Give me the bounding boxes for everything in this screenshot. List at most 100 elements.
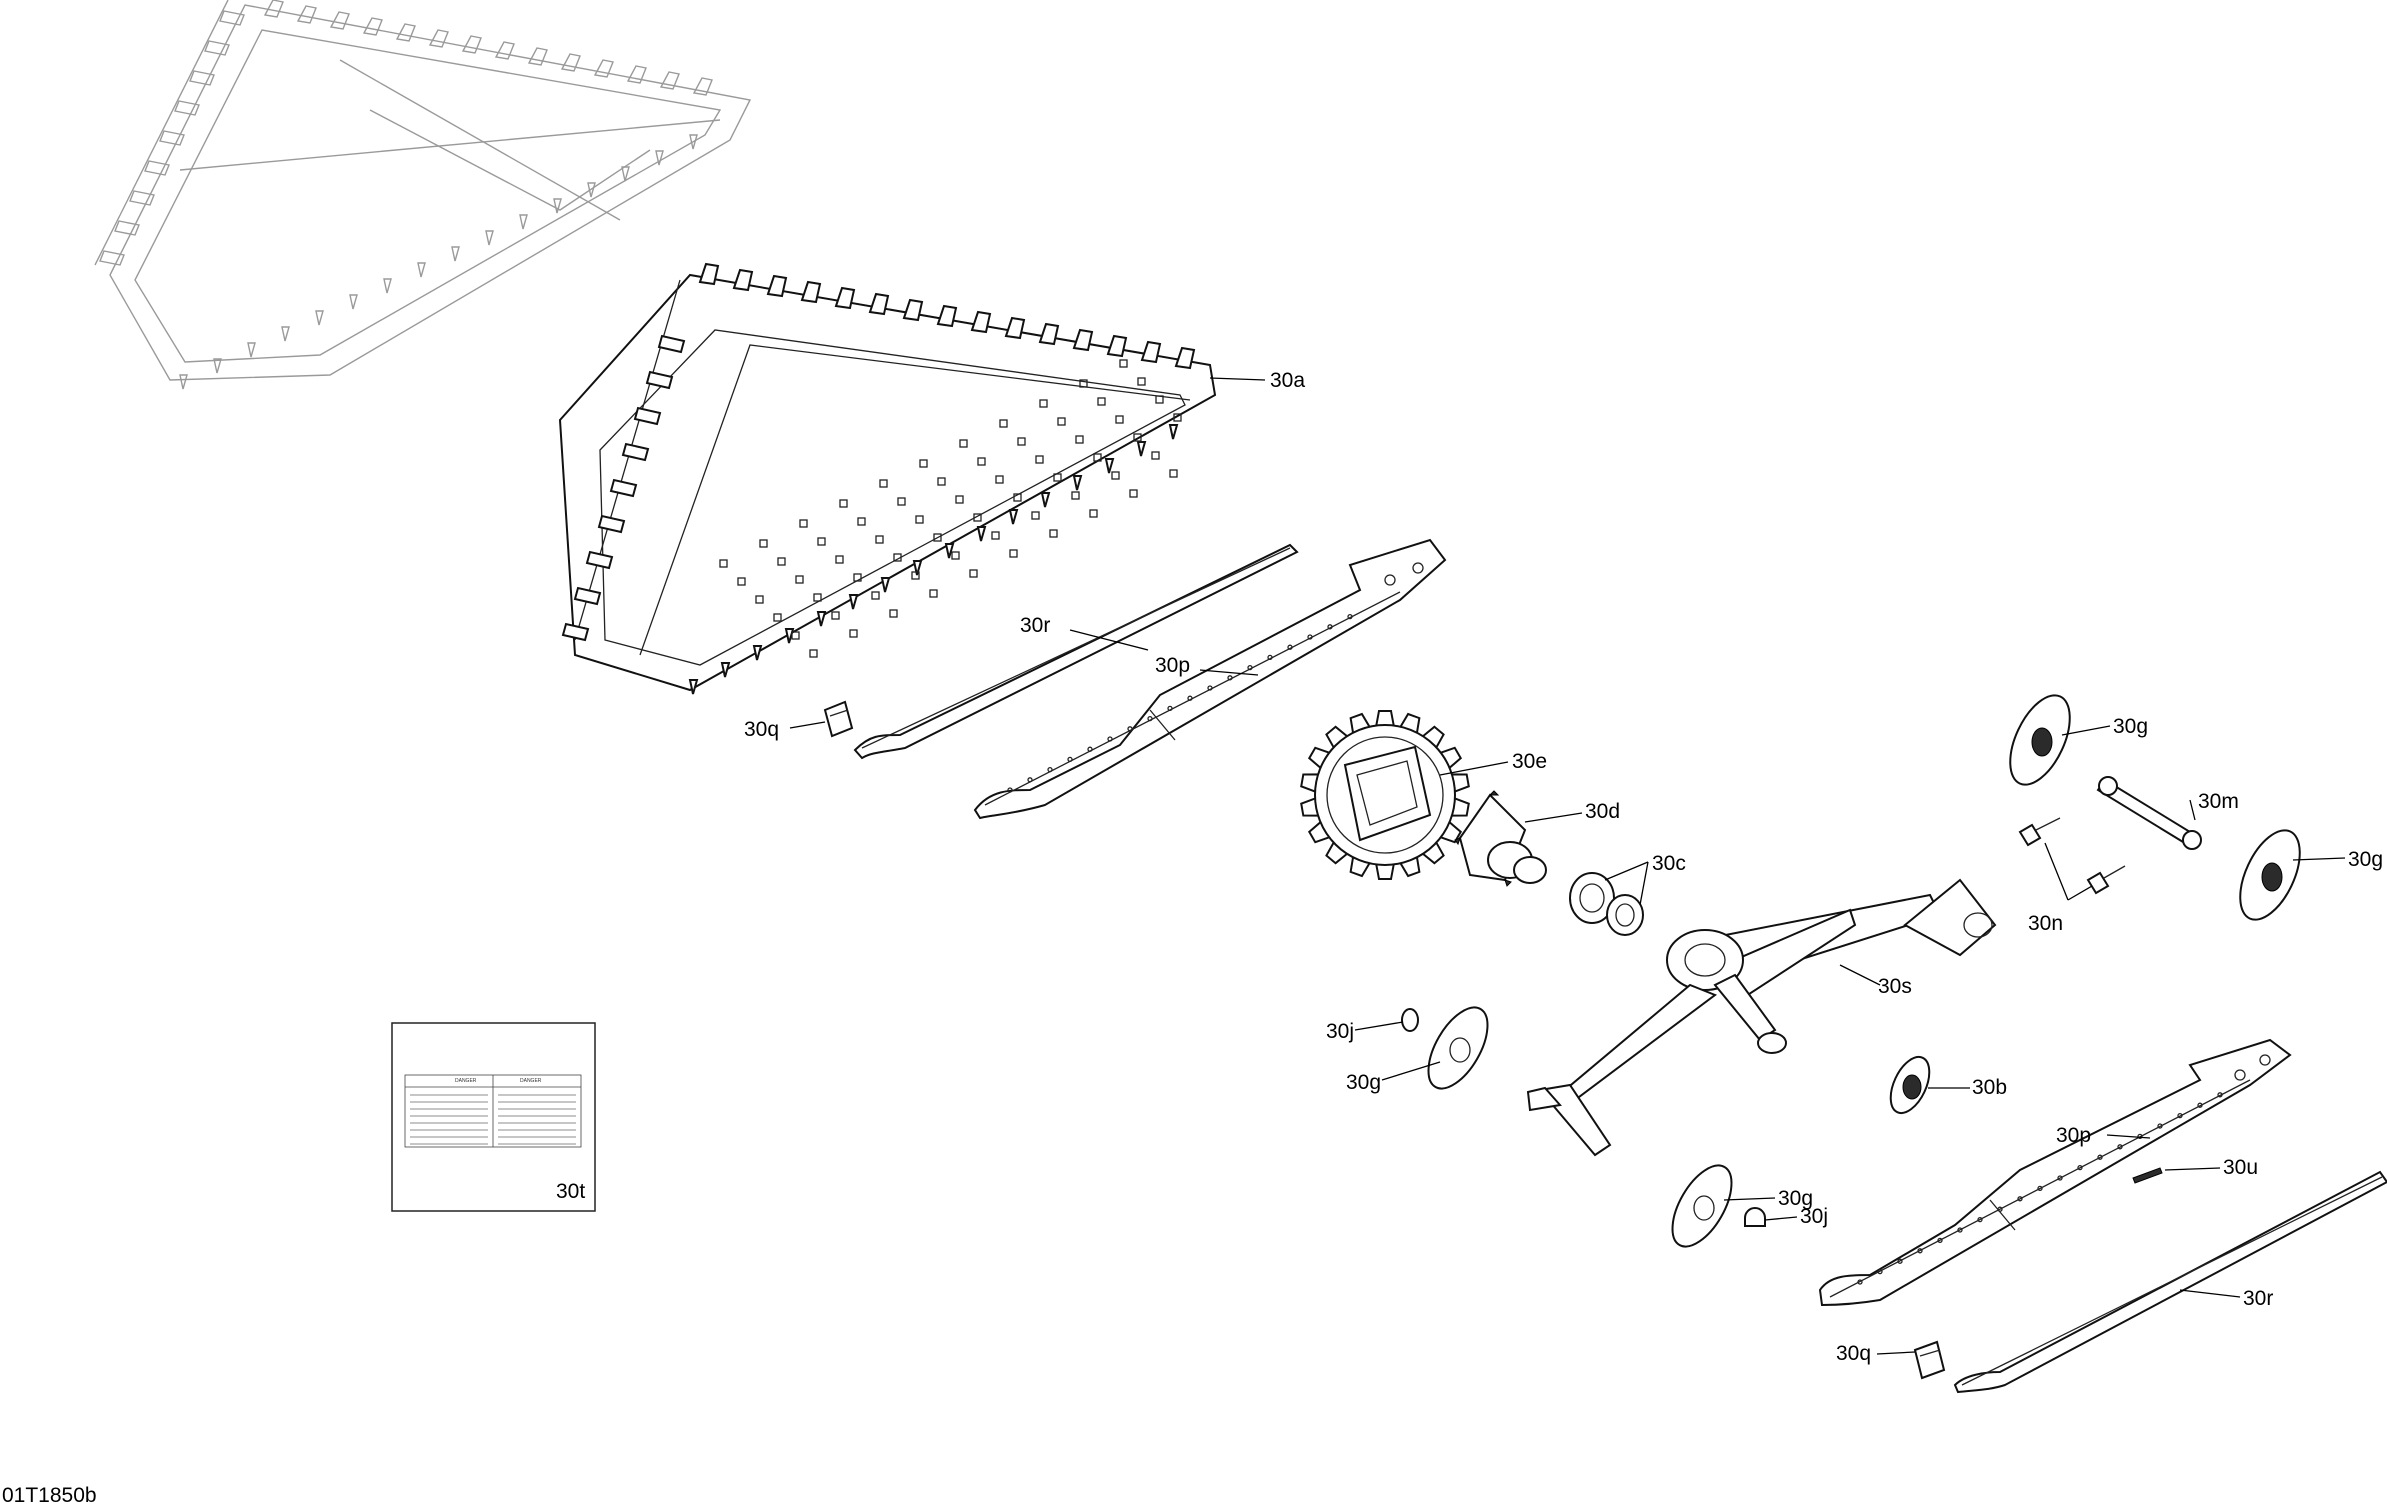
idler-wheel-2 — [2239, 829, 2301, 921]
ghost-lug — [219, 10, 245, 26]
ghost-lug — [626, 65, 647, 84]
rail-hole — [1027, 777, 1033, 783]
ghost-lug — [296, 5, 317, 24]
ghost-tooth — [519, 214, 528, 230]
track-cleat — [813, 593, 822, 602]
drive-sprocket — [1300, 710, 1470, 880]
ghost-tooth — [655, 150, 664, 166]
track-tooth — [1040, 492, 1051, 508]
rail-hole — [2137, 1133, 2143, 1140]
ghost-lug — [395, 23, 416, 42]
track-lug — [936, 304, 958, 328]
track-lug — [621, 442, 650, 462]
bolts — [2018, 817, 2126, 895]
decal-title-left: DANGER — [455, 1078, 477, 1084]
rail-hole — [2217, 1092, 2223, 1098]
rail-hole — [1207, 685, 1213, 691]
callout-30r-upper: 30r — [1020, 614, 1050, 637]
callout-30r-lower: 30r — [2243, 1287, 2273, 1310]
callout-30u: 30u — [2223, 1156, 2258, 1179]
track-cleat — [1093, 453, 1102, 462]
track-cleat — [999, 419, 1008, 428]
rail-hole — [2057, 1175, 2063, 1181]
ghost-tooth — [417, 262, 426, 278]
track-tooth — [816, 611, 827, 627]
slider-clip-lower — [1913, 1340, 1946, 1380]
rail-hole — [1007, 787, 1013, 793]
ghost-tooth — [349, 294, 358, 310]
track-lug — [800, 280, 822, 304]
track-cleat — [1039, 399, 1048, 408]
rail-hole — [1267, 654, 1273, 661]
track-lug — [1106, 334, 1128, 358]
track-cleat — [933, 533, 942, 542]
track-cleat — [719, 559, 728, 568]
rail-hole — [1047, 766, 1053, 773]
track-cleat — [1009, 549, 1018, 558]
rail-hole — [1917, 1248, 1923, 1254]
track-cleat — [773, 613, 782, 622]
track-cleat — [791, 631, 800, 640]
track-cleat — [853, 573, 862, 582]
track-lug — [585, 550, 614, 570]
track-lug — [1038, 322, 1060, 346]
ghost-lug — [692, 77, 713, 96]
track-lug — [573, 586, 602, 606]
ghost-tooth — [383, 278, 392, 294]
ghost-lug — [461, 35, 482, 54]
track-tooth — [912, 560, 923, 576]
ghost-lug — [560, 53, 581, 72]
track-cleat — [919, 459, 928, 468]
track-part — [558, 262, 1217, 695]
rail-hole — [1087, 746, 1093, 752]
track-lug — [597, 514, 626, 534]
track-cleat — [777, 557, 786, 566]
callout-30g-4: 30g — [1778, 1187, 1813, 1210]
track-cleat — [839, 499, 848, 508]
decal-title-right: DANGER — [520, 1078, 542, 1084]
rail-hole — [2037, 1185, 2043, 1192]
ghost-lug — [174, 100, 200, 116]
rail-hole — [2177, 1112, 2183, 1119]
track-tooth — [688, 679, 699, 695]
track-tooth — [880, 577, 891, 593]
track-cleat — [1137, 377, 1146, 386]
rail-hole — [1287, 644, 1293, 650]
track-cleat — [817, 537, 826, 546]
track-tooth — [752, 645, 763, 661]
rail-hole — [1147, 715, 1153, 722]
leader-lines — [789, 377, 2346, 1355]
drawing-id: 01T1850b — [2, 1484, 97, 1507]
track-cleat — [875, 535, 884, 544]
idler-wheel-1 — [2009, 694, 2071, 786]
track-lug — [766, 274, 788, 298]
callout-30c: 30c — [1652, 852, 1686, 875]
idler-wheel-3 — [1427, 1006, 1489, 1090]
track-cleat — [973, 513, 982, 522]
callout-30p-lower: 30p — [2056, 1124, 2091, 1147]
ghost-lug — [659, 71, 680, 90]
track-lug — [609, 478, 638, 498]
track-tooth — [1136, 441, 1147, 457]
track-lug — [645, 370, 674, 390]
ghost-lug — [159, 130, 185, 146]
ghost-lug — [362, 17, 383, 36]
rail-hole — [1307, 634, 1313, 640]
ghost-lug — [263, 0, 284, 18]
track-cleat — [759, 539, 768, 548]
ghost-tooth — [587, 182, 596, 198]
ghost-tooth — [689, 134, 698, 150]
track-tooth — [720, 662, 731, 678]
ghost-tooth — [315, 310, 324, 326]
track-cleat — [977, 457, 986, 466]
callout-30b: 30b — [1972, 1076, 2007, 1099]
callout-30n: 30n — [2028, 912, 2063, 935]
callout-30j-2: 30j — [1800, 1205, 1828, 1228]
callout-30g-3: 30g — [1346, 1071, 1381, 1094]
rail-hole — [2077, 1164, 2083, 1171]
track-lug — [657, 334, 686, 354]
bearings — [1569, 872, 1644, 936]
rail-hole — [2117, 1144, 2123, 1150]
track-cleat — [857, 517, 866, 526]
callout-30t: 30t — [556, 1180, 585, 1203]
